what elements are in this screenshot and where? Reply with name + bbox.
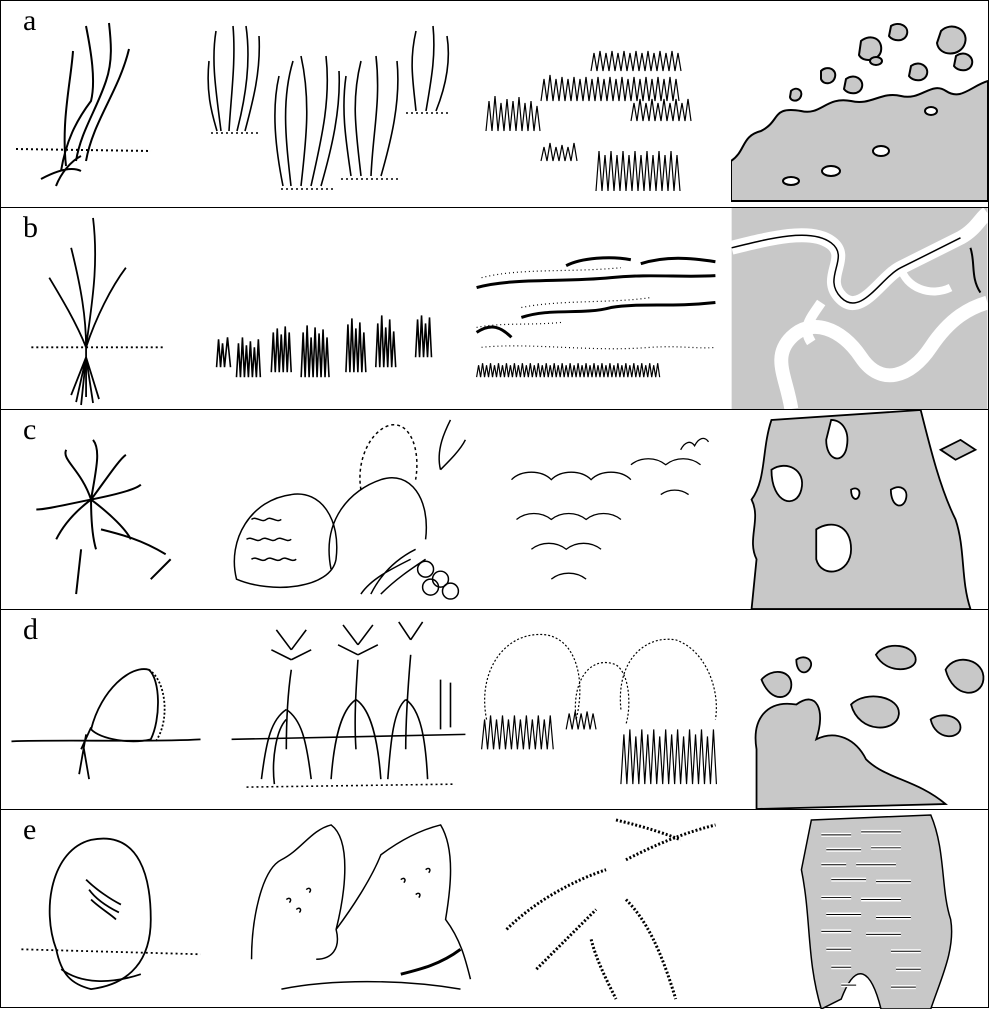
row-c-plant-group	[211, 410, 471, 609]
row-a-community	[471, 1, 721, 207]
row-b-plant-group	[201, 208, 461, 409]
row-e-single-organism	[1, 810, 211, 1009]
row-b-single-organism	[1, 208, 201, 409]
row-b-seascape-map	[731, 208, 988, 409]
row-d-plant-group	[226, 610, 471, 809]
row-d-seascape-map	[736, 610, 988, 809]
row-a-seascape-map	[731, 1, 988, 207]
row-d-single-organism	[1, 610, 211, 809]
row-e: e	[1, 809, 988, 1009]
row-a: a	[1, 1, 988, 207]
row-a-single-organism	[1, 1, 201, 207]
row-b-community	[471, 208, 721, 409]
row-c-community	[491, 410, 731, 609]
row-d-community	[476, 610, 726, 809]
row-e-plant-group	[241, 810, 481, 1009]
row-a-plant-group	[201, 1, 461, 207]
row-e-community	[496, 810, 741, 1009]
row-e-seascape-map	[781, 810, 988, 1009]
row-c-seascape-map	[741, 410, 988, 609]
row-b: b	[1, 207, 988, 409]
row-c-single-organism	[1, 410, 201, 609]
row-c: c	[1, 409, 988, 609]
row-d: d	[1, 609, 988, 809]
